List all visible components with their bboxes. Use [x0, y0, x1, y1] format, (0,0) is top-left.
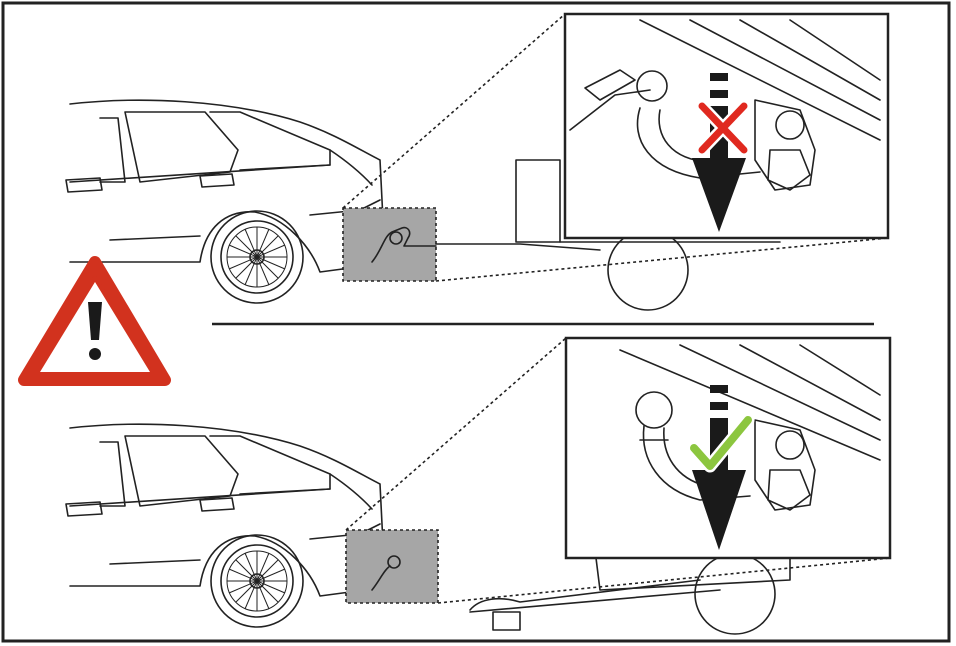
wheel-top [211, 211, 303, 303]
top-scene-incorrect [66, 14, 888, 310]
zoom-inset-correct [566, 338, 890, 558]
trailer-body-top [516, 160, 560, 242]
bottom-scene-correct [66, 338, 890, 634]
trailer-wheel-bottom [695, 554, 775, 634]
wheel-bottom [211, 535, 303, 627]
car-bottom [66, 424, 384, 627]
highlight-box-top [343, 208, 436, 281]
warning-triangle-icon [24, 262, 165, 380]
highlight-box-bottom [346, 530, 438, 603]
zoom-inset-incorrect [565, 14, 888, 238]
car-top [66, 100, 384, 303]
